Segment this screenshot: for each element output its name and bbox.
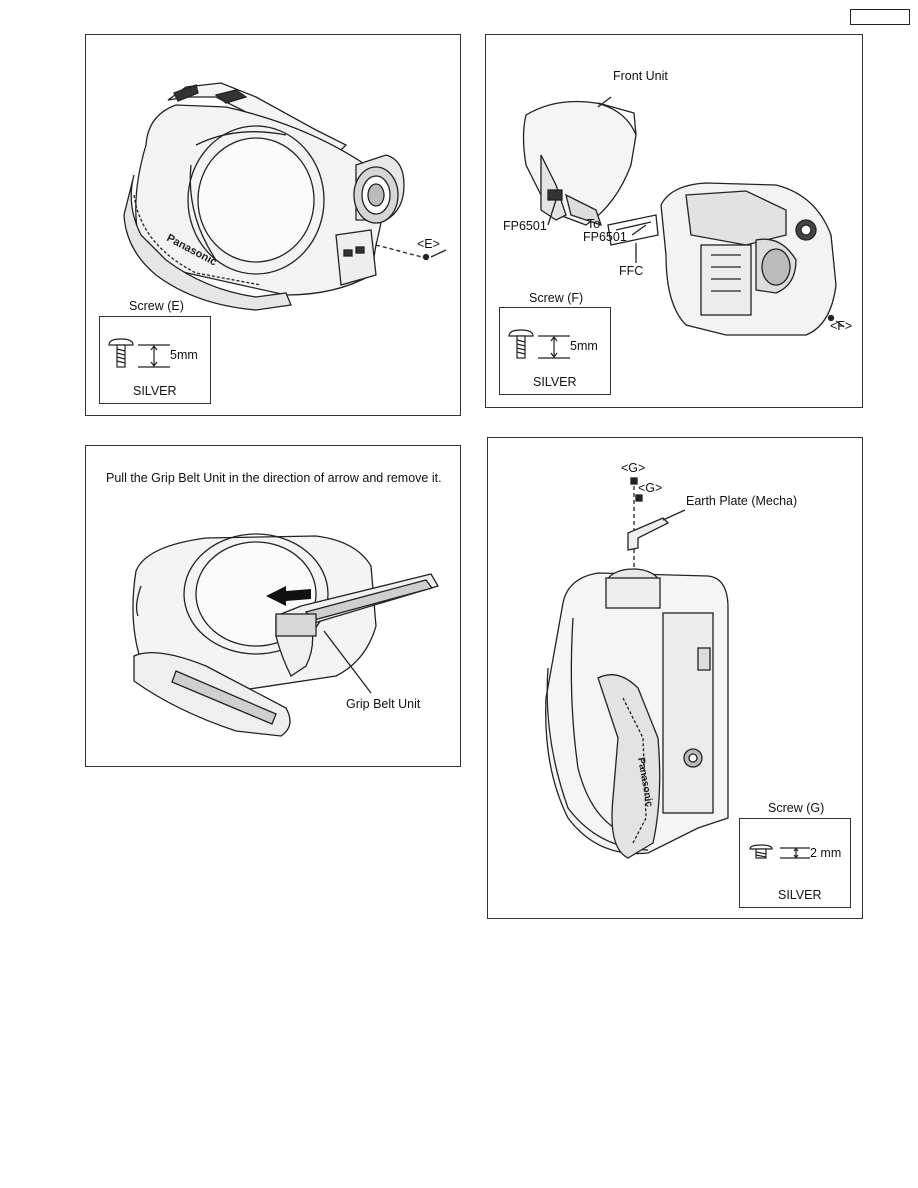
to-fp6501-label: FP6501 [583,230,627,244]
camcorder-side-illustration: Panasonic [123,82,447,311]
panel-screw-e: Panasonic <E> Screw (E) 5mm SILVER [85,34,461,416]
screw-e-title: Screw (E) [129,299,184,313]
screw-g-color: SILVER [778,888,822,902]
screw-e-box: 5mm SILVER [99,316,211,404]
grip-belt-illustration [132,533,439,737]
front-unit-label: Front Unit [613,69,668,83]
screw-e-icon [108,338,170,368]
page-number-box [850,9,910,25]
grip-belt-label: Grip Belt Unit [346,697,421,711]
front-unit-illustration [522,96,845,336]
to-label: To [587,217,601,231]
panel-front-unit: Front Unit FP6501 To FP6501 FFC <F> Scre… [485,34,863,408]
screw-f-icon [508,329,570,359]
callout-g-upper: <G> [621,461,646,475]
panel-earth-plate: Panasonic <G> <G> Earth Plate (Mecha) Sc… [487,437,863,919]
callout-f: <F> [830,319,853,333]
screw-f-box: 5mm SILVER [499,307,611,395]
screw-e-length: 5mm [170,348,198,362]
callout-g-lower: <G> [638,481,663,495]
callout-e: <E> [417,237,440,251]
ffc-label: FFC [619,264,644,278]
grip-belt-instruction: Pull the Grip Belt Unit in the direction… [106,471,442,485]
screw-g-box: 2 mm SILVER [739,818,851,908]
screw-g-icon [749,844,810,859]
screw-f-color: SILVER [533,375,577,389]
screw-g-length: 2 mm [810,846,842,860]
panel-grip-belt: Pull the Grip Belt Unit in the direction… [85,445,461,767]
screw-f-title: Screw (F) [529,291,584,305]
earth-plate-label: Earth Plate (Mecha) [686,494,798,508]
pull-arrow-icon [266,586,311,606]
screw-f-length: 5mm [570,339,598,353]
fp6501-label: FP6501 [503,219,547,233]
screw-g-title: Screw (G) [768,801,825,815]
screw-e-color: SILVER [133,384,177,398]
earth-plate-illustration: Panasonic [545,477,729,859]
